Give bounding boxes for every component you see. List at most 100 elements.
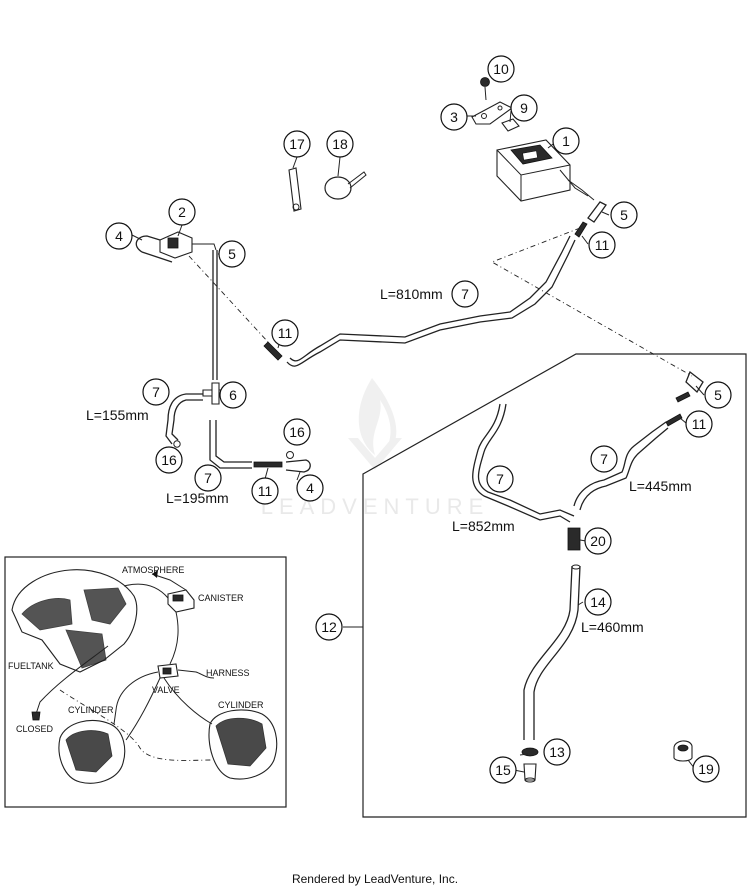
callout-15[interactable]: 15 <box>489 756 517 784</box>
connector-11-group <box>665 413 683 427</box>
grommet-19 <box>673 740 693 762</box>
callout-number: 11 <box>278 325 293 341</box>
callout-number: 11 <box>595 237 610 253</box>
callout-2[interactable]: 2 <box>168 198 196 226</box>
callout-12[interactable]: 12 <box>315 613 343 641</box>
callout-4[interactable]: 4 <box>105 222 133 250</box>
callout-5[interactable]: 5 <box>704 381 732 409</box>
length-label-195: L=195mm <box>166 490 229 506</box>
callout-number: 7 <box>600 451 608 467</box>
routing-line <box>188 255 269 343</box>
callout-6[interactable]: 6 <box>219 381 247 409</box>
callout-9[interactable]: 9 <box>510 94 538 122</box>
schematic-label-atmosphere: ATMOSPHERE <box>122 565 184 575</box>
callout-17[interactable]: 17 <box>283 130 311 158</box>
callout-7[interactable]: 7 <box>486 465 514 493</box>
footer-credit: Rendered by LeadVenture, Inc. <box>291 872 459 886</box>
callout-number: 4 <box>115 228 123 244</box>
callout-3[interactable]: 3 <box>440 103 468 131</box>
callout-number: 9 <box>520 100 528 116</box>
schematic-label-cylinder-right: CYLINDER <box>218 700 264 710</box>
canister-part <box>496 139 595 202</box>
schematic-label-harness: HARNESS <box>206 668 250 678</box>
schematic-cylinder-left <box>58 720 126 784</box>
callout-7[interactable]: 7 <box>451 280 479 308</box>
schematic-fuel-tank <box>11 569 138 673</box>
callout-number: 7 <box>461 286 469 302</box>
length-label-810: L=810mm <box>380 286 443 302</box>
hose-4-left <box>135 235 173 263</box>
length-label-460: L=460mm <box>581 619 644 635</box>
connector-11-low <box>253 461 283 468</box>
callout-number: 3 <box>450 109 458 125</box>
length-label-155: L=155mm <box>86 407 149 423</box>
schematic-canister <box>167 589 195 613</box>
connector-11-right <box>675 391 691 403</box>
connector-20 <box>567 527 581 551</box>
connector-11-top <box>574 221 588 238</box>
hose-445 <box>573 421 669 511</box>
schematic-label-valve: VALVE <box>152 685 180 695</box>
callout-number: 5 <box>228 246 236 262</box>
callout-number: 20 <box>590 533 606 549</box>
watermark-text: LEADVENTURE <box>260 494 490 519</box>
schematic-label-cylinder-left: CYLINDER <box>68 705 114 715</box>
callout-number: 19 <box>698 761 714 777</box>
hose-810 <box>286 235 576 367</box>
length-label-445: L=445mm <box>629 478 692 494</box>
callout-number: 6 <box>229 387 237 403</box>
hose-5-right <box>685 370 704 394</box>
schematic-frame <box>4 556 287 808</box>
callout-7[interactable]: 7 <box>194 464 222 492</box>
callout-14[interactable]: 14 <box>584 588 612 616</box>
callout-20[interactable]: 20 <box>584 527 612 555</box>
strap-part <box>288 167 302 212</box>
schematic-label-closed: CLOSED <box>16 724 54 734</box>
callout-19[interactable]: 19 <box>692 755 720 783</box>
group-12-frame <box>362 353 747 818</box>
callout-11[interactable]: 11 <box>251 477 279 505</box>
callout-number: 11 <box>258 483 273 499</box>
callout-number: 13 <box>549 744 565 760</box>
callout-5[interactable]: 5 <box>610 201 638 229</box>
callout-11[interactable]: 11 <box>271 319 299 347</box>
callout-5[interactable]: 5 <box>218 240 246 268</box>
callout-10[interactable]: 10 <box>487 55 515 83</box>
callout-number: 14 <box>590 594 606 610</box>
callout-16[interactable]: 16 <box>283 418 311 446</box>
bracket-part <box>471 101 514 125</box>
schematic-cylinder-right <box>208 709 278 780</box>
callout-number: 11 <box>692 416 707 432</box>
hose-5-top <box>587 201 607 223</box>
length-label-852: L=852mm <box>452 518 515 534</box>
callout-number: 1 <box>562 133 570 149</box>
callout-number: 17 <box>289 136 305 152</box>
hose-5-vertical <box>212 250 218 380</box>
callout-11[interactable]: 11 <box>685 410 713 438</box>
callout-number: 7 <box>152 384 160 400</box>
schematic-closed-plug <box>31 711 41 721</box>
callout-7[interactable]: 7 <box>590 445 618 473</box>
callout-number: 7 <box>204 470 212 486</box>
schematic-valve <box>157 663 179 679</box>
callout-number: 16 <box>289 424 305 440</box>
callout-number: 15 <box>495 762 511 778</box>
hose-852 <box>472 403 575 523</box>
callout-number: 7 <box>496 471 504 487</box>
cable-tie-part <box>324 171 367 200</box>
schematic-label-canister: CANISTER <box>198 593 244 603</box>
callout-number: 5 <box>714 387 722 403</box>
callout-13[interactable]: 13 <box>543 738 571 766</box>
callout-number: 10 <box>493 61 509 77</box>
callout-number: 2 <box>178 204 186 220</box>
callout-number: 5 <box>620 207 628 223</box>
callout-4[interactable]: 4 <box>296 474 324 502</box>
watermark-logo <box>348 378 402 470</box>
callout-7[interactable]: 7 <box>142 378 170 406</box>
hose-195 <box>209 420 252 469</box>
callout-18[interactable]: 18 <box>326 130 354 158</box>
callout-1[interactable]: 1 <box>552 127 580 155</box>
callout-11[interactable]: 11 <box>588 231 616 259</box>
callout-16[interactable]: 16 <box>155 446 183 474</box>
